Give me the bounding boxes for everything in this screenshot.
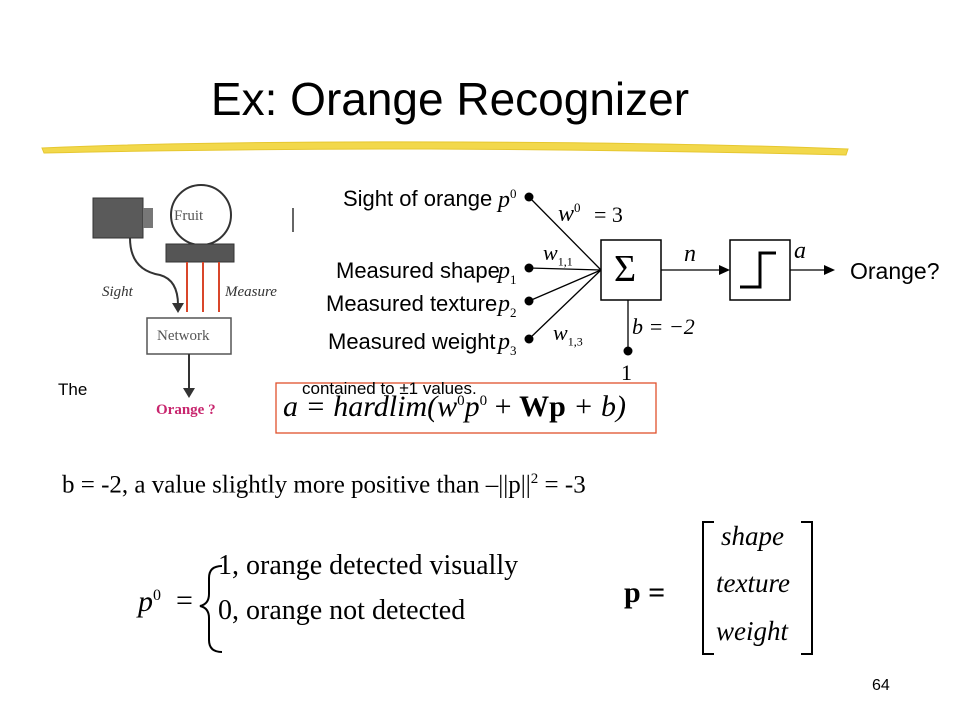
a-symbol: a: [794, 238, 806, 264]
photo-illustration: [92, 184, 294, 398]
bias-text: b = −2: [632, 314, 695, 339]
orange-output-label: Orange ?: [156, 402, 216, 418]
left-brace: [199, 565, 223, 653]
w13-symbol: w1,3: [553, 320, 583, 349]
p0-equals: =: [176, 584, 193, 617]
fruit-label: Fruit: [174, 208, 204, 224]
p0-case-1: 1, orange detected visually: [218, 550, 519, 581]
input-3-symbol: p3: [498, 329, 517, 358]
neuron-diagram: [524, 192, 835, 356]
input-2-symbol: p2: [498, 291, 517, 320]
sight-label: Sight: [102, 284, 133, 300]
partial-text-right: contained to ±1 values.: [302, 379, 477, 398]
input-0-symbol: p0: [498, 186, 517, 213]
p0-case-2: 0, orange not detected: [218, 595, 466, 626]
right-bracket: [801, 521, 813, 655]
w11-symbol: w1,1: [543, 240, 573, 269]
w0-symbol: w0: [558, 200, 581, 227]
partial-text-left: The: [58, 380, 88, 399]
sum-symbol: Σ: [614, 248, 637, 290]
bias-statement: b = -2, a value slightly more positive t…: [62, 471, 586, 499]
w0-value: = 3: [594, 202, 623, 227]
page-number: 64: [872, 677, 890, 694]
input-0-label: Sight of orange: [343, 186, 493, 211]
input-2-label: Measured texture: [326, 291, 498, 316]
n-symbol: n: [684, 241, 696, 267]
input-1-label: Measured shape: [336, 258, 500, 283]
p-vector-row-3: weight: [716, 616, 788, 646]
input-1-symbol: p1: [498, 258, 517, 287]
network-label: Network: [157, 328, 210, 344]
bias-input: 1: [621, 360, 632, 385]
measure-label: Measure: [225, 284, 277, 300]
equation-box: [275, 382, 657, 434]
p-vector-lhs: p =: [624, 576, 666, 609]
output-label: Orange?: [850, 258, 940, 284]
title-underline: [41, 141, 849, 156]
input-3-label: Measured weight: [328, 329, 496, 354]
p0-lhs: p0: [138, 585, 161, 618]
p-vector-row-2: texture: [716, 568, 790, 598]
hardlim-equation: a = hardlim(w0p0 + Wp + b): [283, 390, 626, 423]
p-vector-row-1: shape: [721, 521, 784, 551]
left-bracket: [702, 521, 714, 655]
slide-title: Ex: Orange Recognizer: [210, 73, 690, 125]
